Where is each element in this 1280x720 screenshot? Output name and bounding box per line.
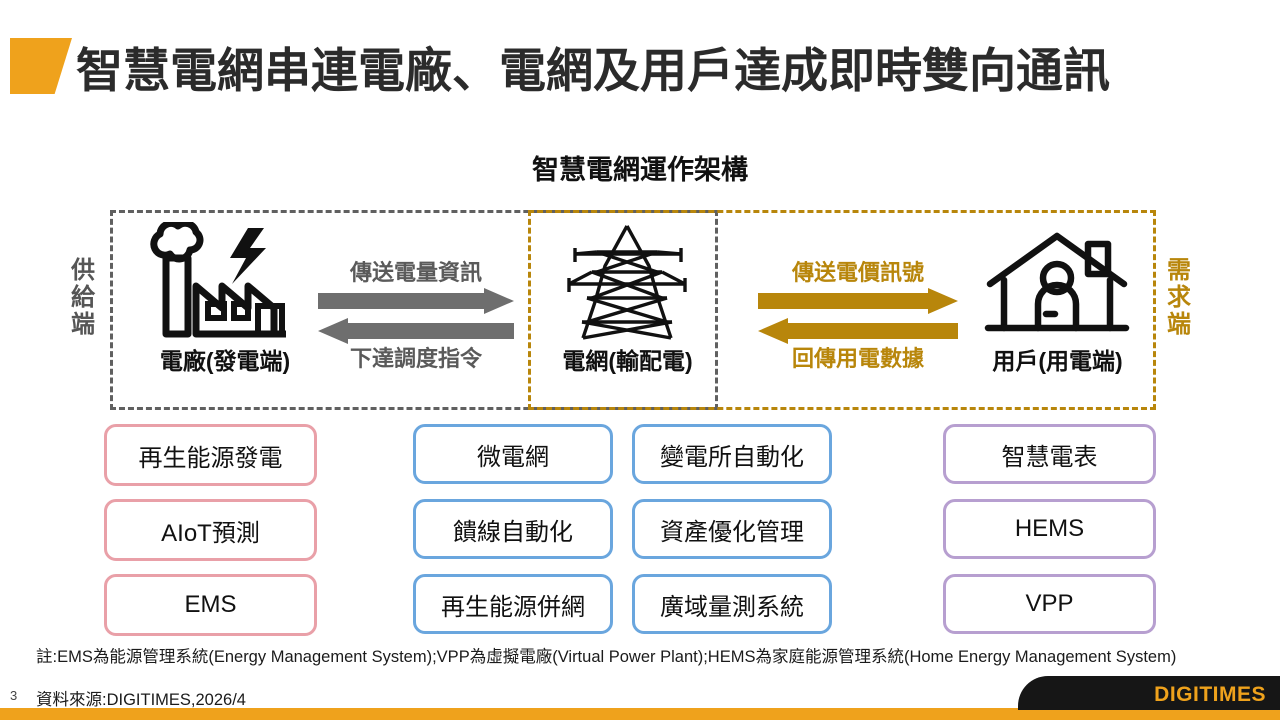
- node-end-user-caption: 用戶(用電端): [992, 348, 1123, 374]
- tech-box[interactable]: 再生能源發電: [104, 424, 317, 486]
- house-icon: [960, 222, 1155, 342]
- tech-box[interactable]: 微電網: [413, 424, 613, 484]
- node-transmission-grid-caption: 電網(輸配電): [562, 348, 693, 374]
- tech-box[interactable]: HEMS: [943, 499, 1156, 559]
- arrow-right-icon: [758, 288, 958, 314]
- brand-logo-plate: [1018, 676, 1280, 710]
- arrow-right-icon: [318, 288, 514, 314]
- tech-box[interactable]: 饋線自動化: [413, 499, 613, 559]
- tech-box[interactable]: 資產優化管理: [632, 499, 832, 559]
- flow-grid-user: 傳送電價訊號 回傳用電數據: [758, 262, 958, 370]
- demand-side-label: 需求端: [1167, 257, 1191, 338]
- diagram-title: 智慧電網運作架構: [532, 155, 748, 185]
- arrow-left-icon: [318, 318, 514, 344]
- brand-logo-text: DIGITIMES: [1154, 683, 1266, 706]
- flow-grid-user-forward-label: 傳送電價訊號: [791, 260, 924, 285]
- node-transmission-grid: 電網(輸配電): [535, 222, 720, 376]
- page-number: 3: [10, 688, 18, 703]
- tech-box[interactable]: AIoT預測: [104, 499, 317, 561]
- tech-box[interactable]: 智慧電表: [943, 424, 1156, 484]
- source-text: 資料來源:DIGITIMES,2026/4: [36, 691, 246, 709]
- flow-plant-grid: 傳送電量資訊 下達調度指令: [318, 262, 514, 370]
- transmission-tower-icon: [535, 222, 720, 342]
- footnote-text: 註:EMS為能源管理系統(Energy Management System);V…: [36, 648, 1177, 666]
- flow-plant-grid-reverse-label: 下達調度指令: [349, 346, 482, 371]
- tech-box[interactable]: VPP: [943, 574, 1156, 634]
- tech-box[interactable]: EMS: [104, 574, 317, 636]
- bottom-accent-bar: [0, 708, 1280, 720]
- flow-grid-user-reverse-label: 回傳用電數據: [791, 346, 924, 371]
- node-end-user: 用戶(用電端): [960, 222, 1155, 376]
- flow-plant-grid-forward-label: 傳送電量資訊: [349, 260, 482, 285]
- title-accent-shape: [10, 38, 72, 94]
- node-power-plant-caption: 電廠(發電端): [159, 348, 291, 374]
- tech-box[interactable]: 廣域量測系統: [632, 574, 832, 634]
- tech-box[interactable]: 再生能源併網: [413, 574, 613, 634]
- page-title: 智慧電網串連電廠、電網及用戶達成即時雙向通訊: [76, 44, 1110, 97]
- node-power-plant: 電廠(發電端): [130, 219, 320, 376]
- power-plant-icon: [130, 219, 320, 342]
- tech-box[interactable]: 變電所自動化: [632, 424, 832, 484]
- arrow-left-icon: [758, 318, 958, 344]
- demand-side-region: [528, 210, 1156, 410]
- supply-side-label: 供給端: [71, 257, 95, 338]
- supply-side-region: [110, 210, 718, 410]
